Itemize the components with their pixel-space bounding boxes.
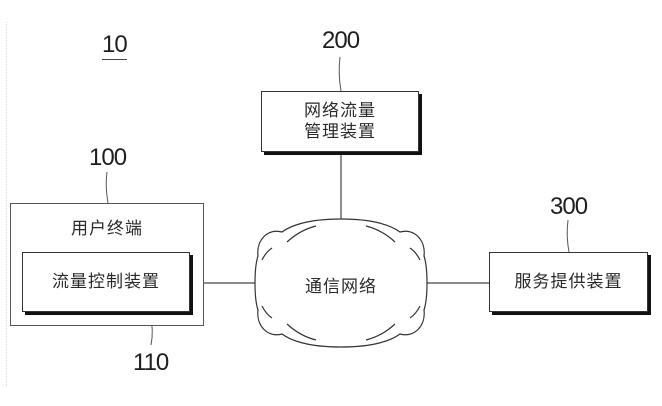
user-terminal-label: 用户终端 (71, 219, 143, 239)
user-terminal-ref-number: 100 (89, 144, 127, 171)
service-provider-box: 服务提供装置 (489, 252, 648, 312)
leader-line-300 (566, 219, 570, 253)
service-provider-label: 服务提供装置 (514, 271, 623, 292)
traffic-control-device-box: 流量控制装置 (22, 252, 190, 312)
network-traffic-manager-box: 网络流量 管理装置 (261, 91, 419, 152)
traffic-control-ref-number: 110 (133, 349, 169, 376)
page-edge-line (6, 22, 7, 387)
cloud-shape (254, 218, 428, 348)
network-traffic-manager-label-line1: 网络流量 (304, 101, 376, 122)
network-manager-ref-number: 200 (322, 27, 360, 54)
network-traffic-manager-label-line2: 管理装置 (304, 121, 376, 142)
leader-line-200 (338, 56, 342, 92)
communication-network-label: 通信网络 (305, 277, 377, 297)
system-ref-number: 10 (102, 31, 128, 60)
traffic-control-device-label: 流量控制装置 (52, 271, 160, 292)
service-provider-ref-number: 300 (550, 193, 588, 220)
leader-line-100 (105, 171, 109, 204)
